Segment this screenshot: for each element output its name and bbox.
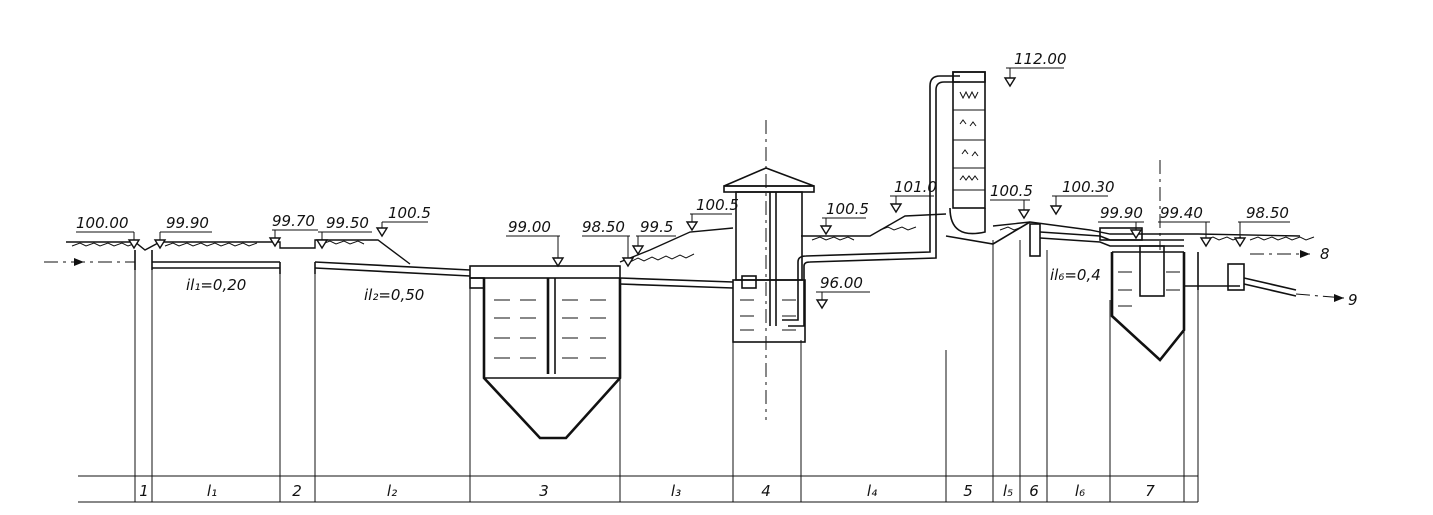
svg-text:99.50: 99.50: [326, 214, 369, 232]
svg-text:100.30: 100.30: [1062, 178, 1115, 196]
outlet-8-label: 8: [1320, 245, 1330, 263]
svg-text:99.40: 99.40: [1160, 204, 1203, 222]
pressure-pipe: [782, 75, 960, 327]
elevation-100-5-b: 100.5: [685, 196, 739, 232]
section-2: 2: [292, 482, 302, 500]
svg-text:98.50: 98.50: [582, 218, 625, 236]
svg-text:99.70: 99.70: [272, 212, 315, 230]
elevation-99-90-b: 99.90: [1098, 204, 1144, 240]
section-5: 5: [963, 482, 973, 500]
sewer-pipe: [134, 250, 734, 289]
elevation-99-00: 99.00: [506, 218, 565, 268]
elevation-99-90: 99.90: [153, 214, 212, 250]
svg-text:100.5: 100.5: [990, 182, 1033, 200]
outlet-9-label: 9: [1348, 291, 1358, 309]
section-strip: [78, 240, 1199, 503]
svg-text:96.00: 96.00: [820, 274, 863, 292]
section-6: 6: [1029, 482, 1039, 500]
elevation-100-5-d: 100.5: [990, 182, 1033, 220]
elevation-101-0: 101.0: [889, 178, 937, 214]
elevation-99-40: 99.40: [1158, 204, 1213, 248]
elevation-99-5: 99.5: [631, 218, 676, 256]
elevation-96-00: 96.00: [815, 274, 870, 310]
svg-text:101.0: 101.0: [894, 178, 937, 196]
section-l5: l₅: [1003, 482, 1013, 500]
outflow-9: 9: [1295, 291, 1358, 309]
svg-text:100.5: 100.5: [696, 196, 739, 214]
svg-text:99.90: 99.90: [1100, 204, 1143, 222]
svg-text:112.00: 112.00: [1014, 50, 1067, 68]
elevation-98-50: 98.50: [582, 218, 635, 268]
section-labels: 1 l₁ 2 l₂ 3 l₃ 4 l₄ 5 l₅ 6 l₆ 7: [139, 482, 1155, 500]
slope-labels: il₁=0,20 il₂=0,50 il₆=0,4: [186, 266, 1101, 304]
section-4: 4: [761, 482, 771, 500]
elevation-100-5-c: 100.5: [819, 200, 869, 236]
slope-l2: il₂=0,50: [364, 286, 424, 304]
svg-text:99.90: 99.90: [166, 214, 209, 232]
section-l2: l₂: [387, 482, 397, 500]
slope-l1: il₁=0,20: [186, 276, 246, 294]
settling-tank: [469, 265, 622, 440]
svg-text:99.00: 99.00: [508, 218, 551, 236]
elevation-markers: 100.00 99.90 99.70 99.50 100.5 99.00: [76, 50, 1290, 310]
svg-text:100.5: 100.5: [826, 200, 869, 218]
biofilter: [945, 71, 1031, 245]
section-1: 1: [139, 482, 149, 500]
section-l6: l₆: [1075, 482, 1085, 500]
elevation-112-00: 112.00: [1003, 50, 1067, 88]
elevation-98-50-b: 98.50: [1233, 204, 1290, 248]
ground-surface: [66, 213, 1315, 265]
section-l3: l₃: [671, 482, 681, 500]
secondary-settler: [1029, 160, 1297, 362]
pumping-station: [723, 120, 815, 420]
inflow-arrow: [44, 258, 135, 266]
elevation-99-50: 99.50: [315, 214, 372, 250]
section-3: 3: [539, 482, 549, 500]
elevation-100-00: 100.00: [76, 214, 141, 250]
svg-text:100.5: 100.5: [388, 204, 431, 222]
elevation-99-70: 99.70: [268, 212, 318, 248]
section-7: 7: [1145, 482, 1155, 500]
svg-text:98.50: 98.50: [1246, 204, 1289, 222]
svg-text:99.5: 99.5: [640, 218, 673, 236]
svg-text:100.00: 100.00: [76, 214, 129, 232]
outflow-8: 8: [1250, 245, 1330, 263]
elevation-100-30: 100.30: [1049, 178, 1115, 216]
section-l1: l₁: [207, 482, 217, 500]
section-l4: l₄: [867, 482, 877, 500]
slope-l6: il₆=0,4: [1050, 266, 1101, 284]
elevation-100-5-a: 100.5: [375, 204, 431, 238]
